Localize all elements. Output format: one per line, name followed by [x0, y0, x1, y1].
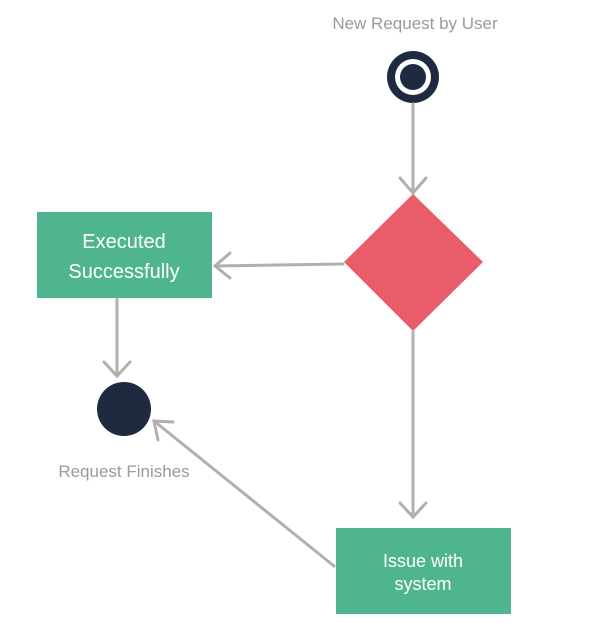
final-node [97, 382, 151, 436]
success-action-box: Executed Successfully [37, 212, 212, 298]
issue-box-rect [336, 528, 511, 614]
success-box-line2: Successfully [68, 261, 179, 283]
arrow-success-to-final [102, 297, 132, 379]
success-box-line1: Executed [82, 231, 165, 253]
initial-node-inner [400, 64, 426, 90]
arrow-decision-to-success [212, 251, 345, 280]
arrow-issue-to-final [152, 419, 336, 568]
issue-action-box: Issue with system [336, 528, 511, 614]
issue-box-line1: Issue with [383, 551, 463, 571]
decision-diamond [344, 194, 483, 331]
initial-node [387, 51, 439, 103]
arrow-start-to-decision [398, 102, 428, 196]
end-label: Request Finishes [58, 462, 189, 481]
issue-box-line2: system [394, 574, 451, 594]
success-box-rect [37, 212, 212, 298]
arrow-decision-to-issue [398, 330, 428, 520]
start-label: New Request by User [332, 14, 498, 33]
